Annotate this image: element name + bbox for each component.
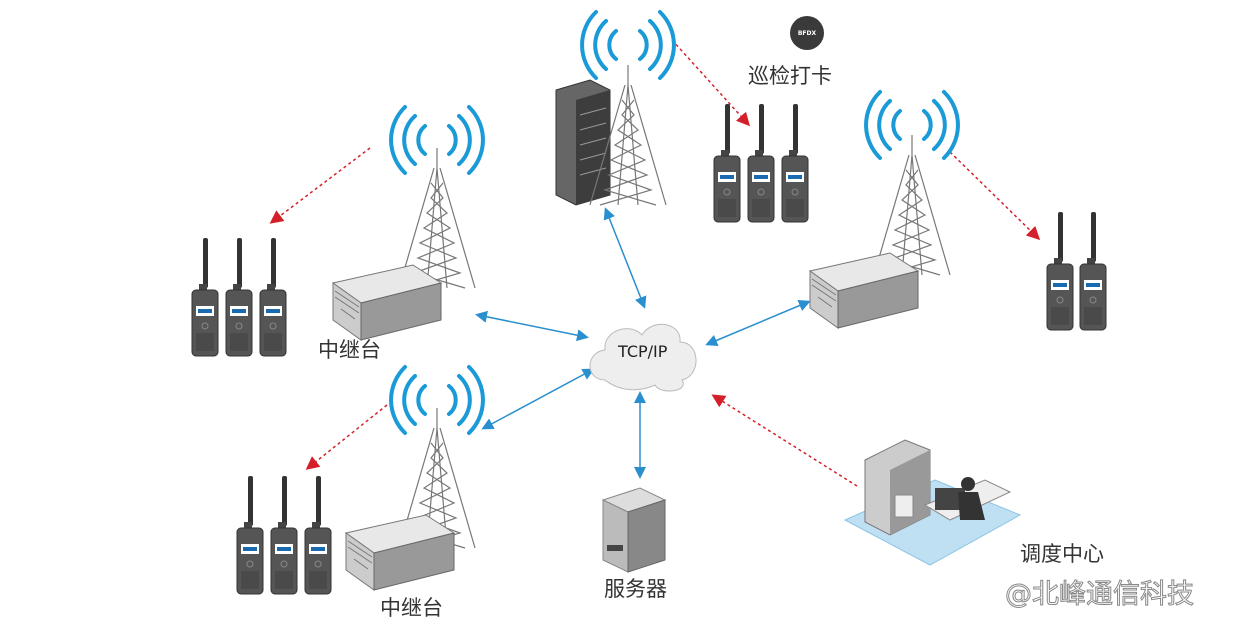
repeater-label-top: 中继台: [318, 338, 381, 362]
radio-icon: [270, 475, 298, 595]
repeater-label-bottom: 中继台: [380, 596, 443, 620]
wireless-link-right: [949, 151, 1041, 241]
radio-icon: [1079, 211, 1107, 331]
repeater-icon: [345, 514, 455, 591]
wireless-link-left: [269, 147, 371, 224]
radio-icon: [747, 103, 775, 223]
radio-icon: [713, 103, 741, 223]
radio-icon: [1046, 211, 1074, 331]
radio-icon: [191, 237, 219, 357]
repeater-icon: [809, 252, 919, 329]
radio-group-right: [1046, 211, 1107, 331]
cloud-icon: [589, 323, 697, 392]
radio-icon: [304, 475, 332, 595]
server-icon: [601, 487, 667, 573]
link-cloud-rack: [603, 207, 647, 309]
rack-server-icon: [555, 79, 611, 206]
wireless-link-top: [671, 39, 751, 127]
repeater-icon: [332, 264, 442, 341]
brand-logo: BFDX: [790, 16, 824, 50]
radio-group-left: [191, 237, 287, 357]
radio-icon: [781, 103, 809, 223]
radio-icon: [259, 237, 287, 357]
wireless-link-bottom-left: [305, 404, 388, 470]
server-label: 服务器: [604, 577, 667, 601]
radio-icon: [225, 237, 253, 357]
radio-icon: [236, 475, 264, 595]
wireless-link-dispatch: [711, 394, 858, 487]
dispatch-center-icon: [843, 439, 1022, 566]
link-cloud-repeater-bottom: [481, 368, 595, 430]
patrol-checkin-label: 巡检打卡: [748, 64, 832, 88]
radio-group-bottom-left: [236, 475, 332, 595]
network-label: TCP/IP: [618, 342, 668, 361]
watermark: @北峰通信科技: [1005, 579, 1195, 610]
dispatch-center-label: 调度中心: [1020, 542, 1104, 566]
radio-group-patrol: [713, 103, 809, 223]
link-cloud-repeater-right: [705, 299, 811, 347]
link-cloud-repeater-left: [475, 310, 589, 342]
